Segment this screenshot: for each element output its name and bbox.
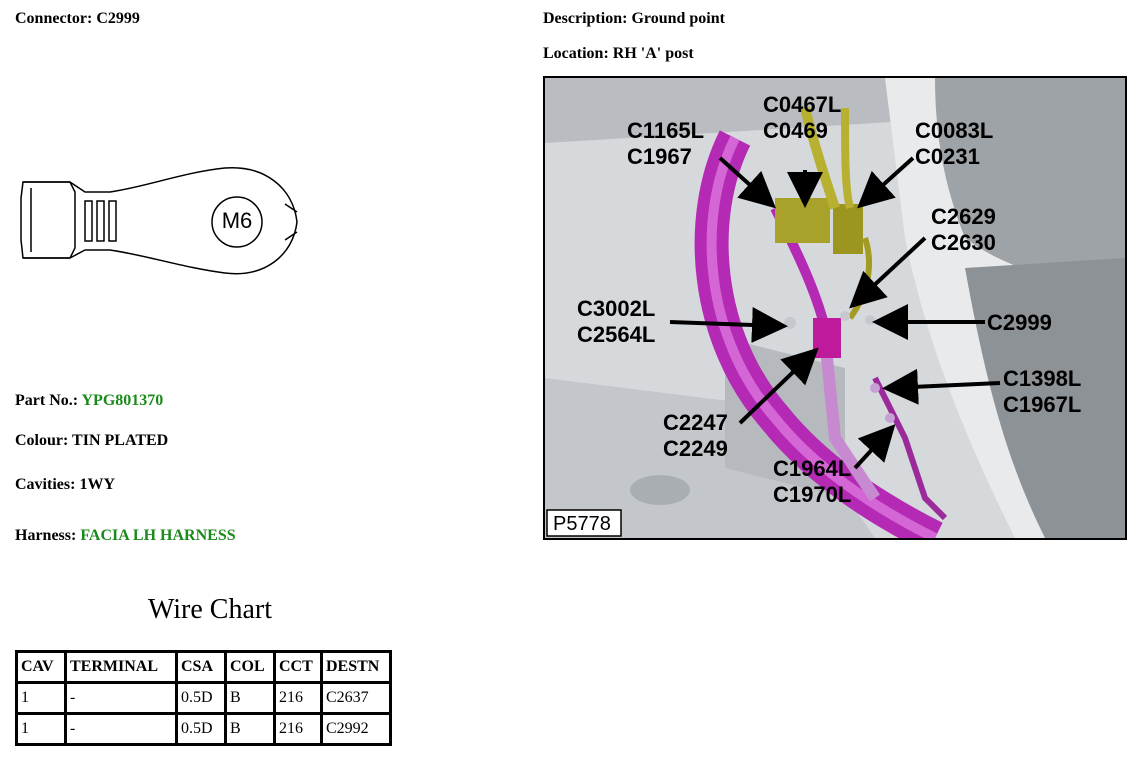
cell-csa: 0.5D	[175, 712, 227, 746]
callout-c0467-line2: C0469	[763, 118, 828, 143]
cell-terminal: -	[64, 712, 178, 746]
location-label: Location:	[543, 45, 609, 62]
cell-csa: 0.5D	[175, 681, 227, 715]
callout-c2999: C2999	[987, 310, 1052, 335]
col-header-col: COL	[224, 650, 276, 684]
callout-c0467-line1: C0467L	[763, 92, 841, 117]
connector-field: Connector: C2999	[15, 10, 140, 28]
location-field: Location: RH 'A' post	[543, 45, 694, 63]
cell-destn: C2637	[320, 681, 392, 715]
callout-c2247-line1: C2247	[663, 410, 728, 435]
location-illustration: C0467L C0469 C1165L C1967 C0083L C0231 C…	[543, 76, 1127, 540]
callout-c0083-line1: C0083L	[915, 118, 993, 143]
cell-cct: 216	[273, 681, 323, 715]
callout-c0083-line2: C0231	[915, 144, 980, 169]
connector-label: Connector:	[15, 10, 93, 27]
description-field: Description: Ground point	[543, 10, 725, 28]
cell-terminal: -	[64, 681, 178, 715]
part-no-label: Part No.:	[15, 392, 79, 409]
colour-field: Colour: TIN PLATED	[15, 432, 168, 450]
part-no-field: Part No.: YPG801370	[15, 392, 163, 410]
callout-c1398-line2: C1967L	[1003, 392, 1081, 417]
col-header-terminal: TERMINAL	[64, 650, 178, 684]
table-row: 1 - 0.5D B 216 C2992	[15, 712, 392, 746]
connector-value: C2999	[96, 10, 140, 27]
callout-c2247-line2: C2249	[663, 436, 728, 461]
figure-code: P5778	[553, 513, 611, 535]
harness-field: Harness: FACIA LH HARNESS	[15, 527, 236, 545]
wire-chart-header-row: CAV TERMINAL CSA COL CCT DESTN	[15, 650, 392, 684]
colour-value: TIN PLATED	[72, 432, 169, 449]
location-value: RH 'A' post	[612, 45, 694, 62]
callout-c3002-line2: C2564L	[577, 322, 655, 347]
description-value: Ground point	[631, 10, 725, 27]
cell-cav: 1	[15, 681, 67, 715]
cell-destn: C2992	[320, 712, 392, 746]
colour-label: Colour:	[15, 432, 69, 449]
ring-terminal-icon: M6	[15, 160, 300, 280]
col-header-csa: CSA	[175, 650, 227, 684]
wire-chart-title: Wire Chart	[147, 594, 273, 625]
description-label: Description:	[543, 10, 628, 27]
cavities-label: Cavities:	[15, 476, 76, 493]
cell-col: B	[224, 681, 276, 715]
table-row: 1 - 0.5D B 216 C2637	[15, 681, 392, 715]
terminal-size-label: M6	[221, 208, 253, 233]
callout-c1964-line1: C1964L	[773, 456, 851, 481]
callout-c1398-line1: C1398L	[1003, 366, 1081, 391]
col-header-cav: CAV	[15, 650, 67, 684]
harness-label: Harness:	[15, 527, 77, 544]
cell-cct: 216	[273, 712, 323, 746]
cavities-value: 1WY	[79, 476, 115, 493]
callout-c1165-line2: C1967	[627, 144, 692, 169]
callout-c2629-line1: C2629	[931, 204, 996, 229]
cavities-field: Cavities: 1WY	[15, 476, 115, 494]
callout-c2629-line2: C2630	[931, 230, 996, 255]
cell-cav: 1	[15, 712, 67, 746]
callout-c1964-line2: C1970L	[773, 482, 851, 507]
harness-link[interactable]: FACIA LH HARNESS	[80, 527, 236, 544]
callout-c1165-line1: C1165L	[627, 118, 704, 143]
cell-col: B	[224, 712, 276, 746]
col-header-cct: CCT	[273, 650, 323, 684]
wire-chart-table: CAV TERMINAL CSA COL CCT DESTN 1 - 0.5D …	[15, 650, 392, 746]
col-header-destn: DESTN	[320, 650, 392, 684]
callout-c3002-line1: C3002L	[577, 296, 655, 321]
part-no-link[interactable]: YPG801370	[81, 392, 164, 409]
